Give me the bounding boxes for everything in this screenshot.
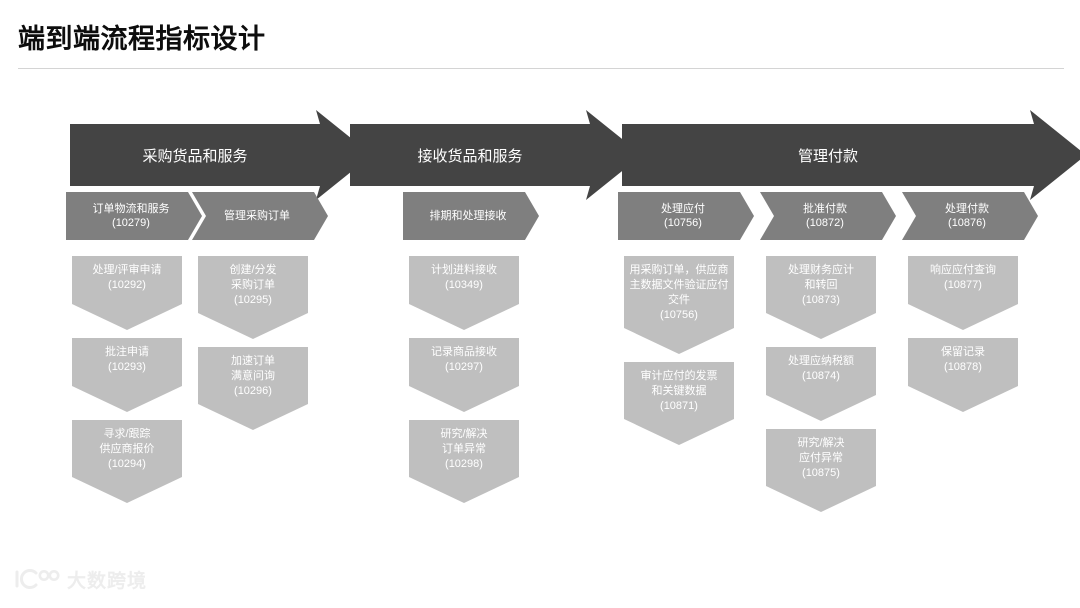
stage-chevron-1-1[interactable]: 订单物流和服务(10279) — [66, 192, 202, 240]
stage-chevron-3-2[interactable]: 批准付款(10872) — [760, 192, 896, 240]
task-box-3-3-2[interactable]: 保留记录(10878) — [908, 338, 1018, 412]
band-arrow-3: 管理付款 — [622, 110, 1080, 200]
task-box-1-2-1[interactable]: 创建/分发采购订单(10295) — [198, 256, 308, 339]
band-arrow-1: 采购货品和服务 — [70, 110, 372, 200]
stage-chevron-3-1[interactable]: 处理应付(10756) — [618, 192, 754, 240]
task-box-1-2-2[interactable]: 加速订单满意问询(10296) — [198, 347, 308, 430]
page-title: 端到端流程指标设计 — [18, 24, 266, 54]
task-box-3-2-3[interactable]: 研究/解决应付异常(10875) — [766, 429, 876, 512]
stage-chevron-3-3[interactable]: 处理付款(10876) — [902, 192, 1038, 240]
stage-chevron-2-1[interactable]: 排期和处理接收 — [403, 192, 539, 240]
task-box-3-1-2[interactable]: 审计应付的发票和关键数据(10871) — [624, 362, 734, 445]
watermark: 大数跨境 — [14, 568, 147, 595]
task-box-2-1-2[interactable]: 记录商品接收(10297) — [409, 338, 519, 412]
watermark-text: 大数跨境 — [67, 571, 148, 592]
task-box-1-1-3[interactable]: 寻求/跟踪供应商报价(10294) — [72, 420, 182, 503]
title-divider — [18, 68, 1064, 69]
stage-chevron-1-2[interactable]: 管理采购订单 — [192, 192, 328, 240]
ibo-logo-icon — [14, 568, 60, 595]
task-box-3-2-1[interactable]: 处理财务应计和转回(10873) — [766, 256, 876, 339]
task-box-2-1-3[interactable]: 研究/解决订单异常(10298) — [409, 420, 519, 503]
task-box-3-2-2[interactable]: 处理应纳税额(10874) — [766, 347, 876, 421]
task-box-1-1-2[interactable]: 批注申请(10293) — [72, 338, 182, 412]
task-box-1-1-1[interactable]: 处理/评审申请(10292) — [72, 256, 182, 330]
task-box-3-1-1[interactable]: 用采购订单，供应商主数据文件验证应付交件(10756) — [624, 256, 734, 354]
task-box-3-3-1[interactable]: 响应应付查询(10877) — [908, 256, 1018, 330]
task-box-2-1-1[interactable]: 计划进料接收(10349) — [409, 256, 519, 330]
band-arrow-2: 接收货品和服务 — [350, 110, 642, 200]
